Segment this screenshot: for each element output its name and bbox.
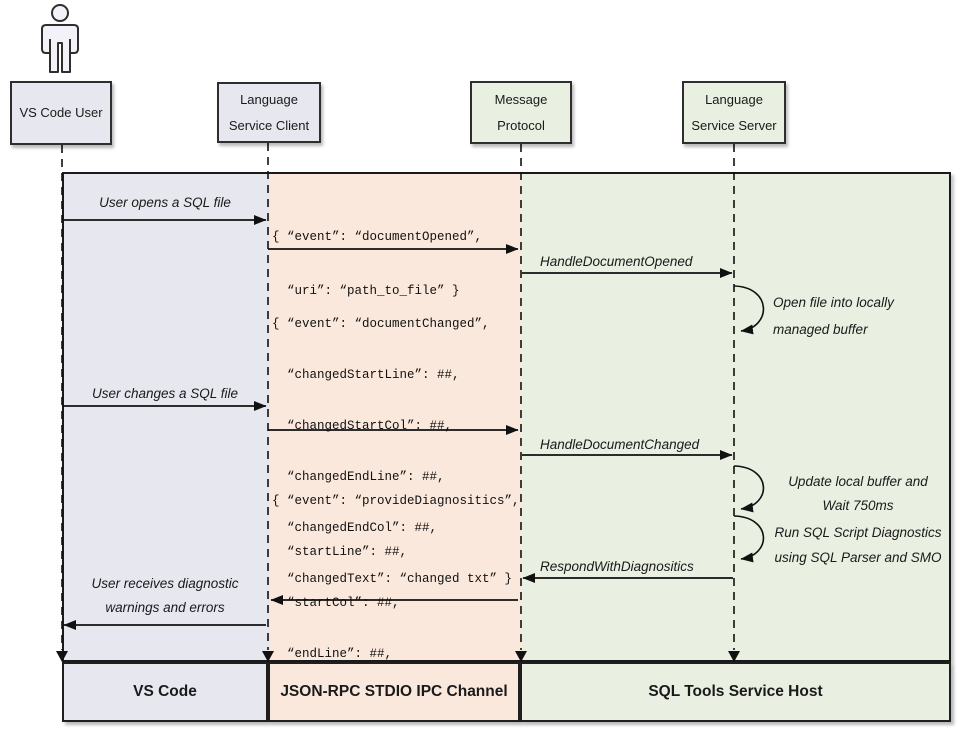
actor-label: Language <box>705 91 763 107</box>
self-loop-update-buffer <box>733 465 765 513</box>
actor-box-message-protocol: Message Protocol <box>470 81 572 144</box>
json-message-document-changed: { “event”: “documentChanged”, “changedSt… <box>272 285 512 619</box>
footer-label: VS Code <box>133 683 197 700</box>
lifeline-end-arrow <box>56 651 68 662</box>
actor-label: Service Client <box>228 117 310 133</box>
swim-lanes <box>62 172 951 662</box>
actor-label: Language <box>240 91 298 107</box>
json-line: “endLine”: ##, <box>272 647 393 661</box>
footer-label: JSON-RPC STDIO IPC Channel <box>280 683 508 700</box>
label-user-receives-line2: warnings and errors <box>105 600 225 615</box>
lane-json-rpc-channel <box>270 174 522 660</box>
self-loop-run-diagnostics <box>733 515 765 563</box>
lane-vscode <box>64 174 270 660</box>
actor-label: Message <box>494 91 548 107</box>
footer-box-vscode: VS Code <box>62 662 268 722</box>
footer-box-sql-tools-host: SQL Tools Service Host <box>520 662 951 722</box>
lifeline-end-arrow <box>728 651 740 662</box>
json-line: “changedStartCol”: ##, <box>272 419 453 433</box>
actor-box-language-service-client: Language Service Client <box>217 82 321 143</box>
note-open-file-line2: managed buffer <box>773 322 868 337</box>
json-line: “uri”: “path_to_file” } <box>272 284 460 298</box>
json-message-document-opened: { “event”: “documentOpened”, “uri”: “pat… <box>272 196 482 332</box>
actor-box-vscode-user: VS Code User <box>10 81 112 145</box>
note-update-buffer-line1: Update local buffer and <box>788 474 928 489</box>
label-user-receives-line1: User receives diagnostic <box>91 576 239 591</box>
json-line: { “event”: “documentOpened”, <box>272 230 483 244</box>
footer-box-json-rpc-channel: JSON-RPC STDIO IPC Channel <box>268 662 520 722</box>
actor-box-language-service-server: Language Service Server <box>682 81 786 144</box>
note-run-diagnostics-line1: Run SQL Script Diagnostics <box>774 525 942 540</box>
footer-label: SQL Tools Service Host <box>648 683 823 700</box>
json-line: “startLine”: ##, <box>272 545 408 559</box>
label-handle-document-opened: HandleDocumentOpened <box>540 254 693 269</box>
note-update-buffer-line2: Wait 750ms <box>822 498 894 513</box>
person-icon <box>41 4 79 73</box>
json-line: “changedStartLine”: ##, <box>272 368 460 382</box>
self-loop-open-file <box>733 285 765 335</box>
label-respond-with-diagnostics: RespondWithDiagnositics <box>540 559 694 574</box>
json-line: { “event”: “provideDiagnositics”, <box>272 494 520 508</box>
json-line: { “event”: “documentChanged”, <box>272 317 490 331</box>
lane-sql-tools-host <box>522 174 949 660</box>
json-line: “changedText”: “changed txt” } <box>272 572 513 586</box>
note-open-file-line1: Open file into locally <box>773 295 894 310</box>
json-line: “startCol”: ##, <box>272 596 400 610</box>
lifeline-end-arrow <box>262 651 274 662</box>
actor-label: Service Server <box>691 117 777 133</box>
note-run-diagnostics-line2: using SQL Parser and SMO <box>774 550 942 565</box>
actor-label: Protocol <box>497 117 545 133</box>
actor-label: VS Code User <box>19 105 103 120</box>
label-user-opens-sql-file: User opens a SQL file <box>99 195 231 210</box>
lifeline-end-arrow <box>515 651 527 662</box>
label-handle-document-changed: HandleDocumentChanged <box>540 437 700 452</box>
json-line: “changedEndCol”: ##, <box>272 521 438 535</box>
json-line: “changedEndLine”: ##, <box>272 470 445 484</box>
label-user-changes-sql-file: User changes a SQL file <box>91 386 239 401</box>
